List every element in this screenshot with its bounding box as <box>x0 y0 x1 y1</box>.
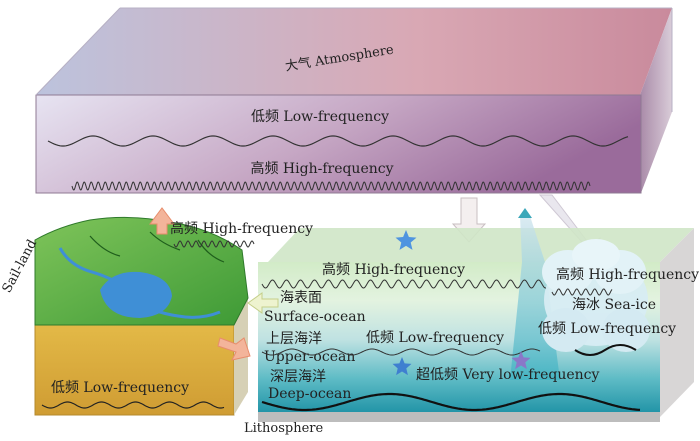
blue-star-icon <box>395 230 417 250</box>
deep-ocean-cn: 深层海洋 <box>270 369 326 385</box>
lake <box>100 271 172 318</box>
sea-ice-cloud <box>542 239 650 352</box>
seaice-label: 海冰 Sea-ice <box>572 297 656 313</box>
land-ocean-arrow <box>217 337 251 361</box>
land-high-frequency-wave <box>173 240 255 248</box>
upper-ocean-en: Upper-ocean <box>264 349 355 365</box>
ocean-side-face <box>660 228 694 417</box>
land-block: Sail-land 低频 Low-frequency <box>0 216 249 416</box>
atmosphere-high-frequency-wave <box>71 181 591 191</box>
atmosphere-low-frequency-wave <box>47 135 629 147</box>
lithosphere-label: Lithosphere <box>244 421 323 436</box>
surface-ocean-en: Surface-ocean <box>264 309 366 325</box>
seaice-low-frequency-label: 低频 Low-frequency <box>538 321 676 337</box>
ocean-high-frequency-wave <box>261 279 547 289</box>
shaft-arrow-head <box>518 208 532 218</box>
surface-exchange-arrow <box>247 292 279 314</box>
soil-front-face <box>34 324 235 416</box>
very-low-frequency-label: 超低频 Very low-frequency <box>416 367 600 383</box>
atmosphere-front-face <box>35 94 642 194</box>
atmosphere-side-face <box>640 8 672 193</box>
atmosphere-top-face <box>36 8 672 95</box>
seaice-high-frequency-label: 高频 High-frequency <box>556 266 699 283</box>
seaice-high-frequency-wave <box>551 288 613 296</box>
land-side-label: Sail-land <box>0 237 40 295</box>
atmosphere-high-frequency-label: 高频 High-frequency <box>250 160 393 177</box>
land-up-arrow <box>149 207 175 235</box>
ocean-high-frequency-label: 高频 High-frequency <box>322 261 465 278</box>
atmosphere-low-frequency-label: 低频 Low-frequency <box>251 109 389 125</box>
blue-star-icon <box>392 357 412 376</box>
deep-ocean-very-low-frequency-wave <box>261 392 641 412</box>
land-low-frequency-wave <box>41 401 225 409</box>
terrain-ridges <box>89 231 225 263</box>
deep-ocean-en: Deep-ocean <box>268 386 351 402</box>
land-high-frequency-label: 高频 High-frequency <box>170 220 313 237</box>
surface-ocean-cn: 海表面 <box>280 290 322 306</box>
purple-star-icon <box>511 351 531 370</box>
upper-ocean-low-frequency-wave <box>261 348 541 356</box>
lithosphere-bed <box>258 412 660 422</box>
seaice-low-frequency-wave <box>574 344 637 356</box>
upper-ocean-cn: 上层海洋 <box>266 331 322 347</box>
upper-ocean-low-frequency-label: 低频 Low-frequency <box>366 330 504 346</box>
atmosphere-box: 大气 Atmosphere 低频 Low-frequency 高频 High-f… <box>35 7 673 194</box>
land-low-frequency-label: 低频 Low-frequency <box>51 380 189 396</box>
